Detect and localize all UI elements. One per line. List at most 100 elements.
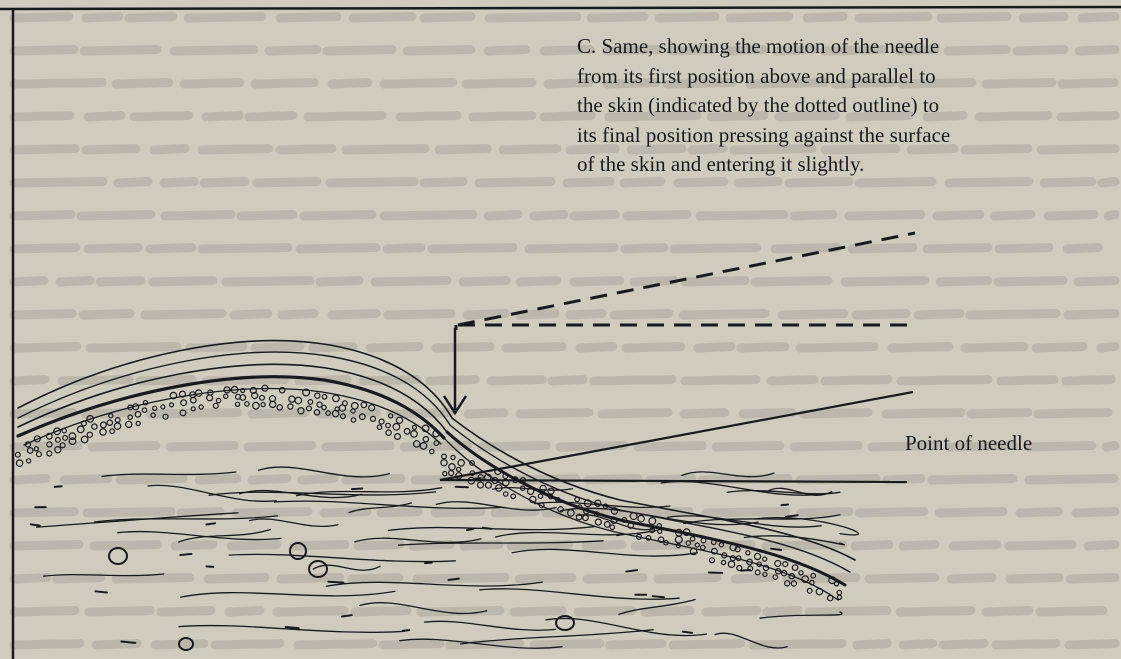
show-through-segment — [999, 248, 1049, 250]
show-through-segment — [825, 380, 888, 382]
show-through-segment — [683, 314, 765, 316]
show-through-segment — [304, 215, 372, 217]
show-through-segment — [202, 149, 269, 151]
show-through-segment — [248, 446, 312, 448]
show-through-segment — [89, 611, 150, 613]
show-through-segment — [375, 281, 447, 283]
show-through-segment — [887, 479, 921, 481]
show-through-segment — [855, 545, 889, 547]
show-through-segment — [466, 83, 532, 85]
show-through-segment — [591, 17, 644, 19]
show-through-segment — [14, 578, 47, 580]
show-through-segment — [998, 281, 1063, 283]
show-through-segment — [257, 182, 317, 184]
show-through-segment — [771, 380, 814, 382]
show-through-segment — [282, 314, 314, 316]
show-through-segment — [845, 281, 925, 283]
show-through-segment — [308, 116, 382, 118]
show-through-segment — [1102, 182, 1115, 184]
show-through-segment — [1101, 347, 1115, 349]
show-through-segment — [94, 545, 158, 547]
show-through-segment — [86, 17, 119, 19]
show-through-segment — [1044, 182, 1092, 184]
show-through-segment — [1069, 644, 1115, 646]
show-through-segment — [14, 215, 71, 217]
show-through-segment — [226, 281, 310, 283]
show-through-segment — [488, 50, 526, 52]
show-through-segment — [353, 17, 412, 19]
show-through-segment — [552, 380, 583, 382]
show-through-segment — [164, 182, 194, 184]
show-through-segment — [927, 248, 988, 250]
show-through-segment — [14, 248, 76, 250]
show-through-segment — [965, 347, 1024, 349]
show-through-segment — [900, 611, 971, 613]
caption-line: its final position pressing against the … — [577, 121, 1097, 151]
show-through-segment — [134, 116, 189, 118]
show-through-segment — [1028, 446, 1092, 448]
show-through-segment — [503, 149, 557, 151]
dermis-mark — [617, 534, 623, 535]
show-through-segment — [161, 611, 211, 613]
show-through-segment — [1076, 512, 1115, 514]
show-through-segment — [574, 281, 620, 283]
caption-line: of the skin and entering it slightly. — [577, 150, 1097, 180]
show-through-segment — [298, 644, 373, 646]
show-through-segment — [255, 347, 300, 349]
show-through-segment — [610, 644, 662, 646]
show-through-segment — [624, 182, 661, 184]
show-through-segment — [574, 215, 615, 217]
show-through-segment — [951, 578, 992, 580]
show-through-segment — [534, 644, 600, 646]
show-through-segment — [327, 50, 392, 52]
show-through-segment — [587, 578, 643, 580]
needle-point-label: Point of needle — [905, 431, 1032, 456]
show-through-segment — [96, 644, 137, 646]
show-through-segment — [859, 182, 932, 184]
show-through-segment — [383, 644, 440, 646]
show-through-segment — [488, 215, 518, 217]
show-through-segment — [332, 314, 376, 316]
show-through-segment — [92, 446, 156, 448]
show-through-segment — [14, 446, 78, 448]
show-through-segment — [150, 248, 192, 250]
dermis-mark — [683, 632, 692, 633]
show-through-segment — [320, 281, 359, 283]
show-through-segment — [468, 413, 504, 415]
dermis-mark — [206, 523, 215, 524]
dermis-mark — [474, 478, 480, 479]
show-through-segment — [87, 512, 171, 514]
show-through-segment — [60, 281, 90, 283]
show-through-segment — [175, 545, 213, 547]
show-through-segment — [932, 479, 1013, 481]
show-through-segment — [635, 545, 693, 547]
show-through-segment — [208, 578, 265, 580]
show-through-segment — [625, 248, 664, 250]
show-through-segment — [970, 314, 1056, 316]
show-through-segment — [674, 248, 757, 250]
show-through-segment — [892, 347, 949, 349]
show-through-segment — [1038, 413, 1108, 415]
show-through-segment — [174, 50, 254, 52]
show-through-segment — [658, 578, 717, 580]
show-through-segment — [514, 611, 562, 613]
show-through-segment — [794, 446, 858, 448]
show-through-segment — [520, 314, 555, 316]
show-through-segment — [14, 50, 74, 52]
show-through-segment — [937, 215, 980, 217]
show-through-segment — [520, 413, 589, 415]
show-through-segment — [387, 248, 421, 250]
show-through-segment — [943, 644, 984, 646]
show-through-segment — [355, 611, 407, 613]
show-through-segment — [1067, 248, 1098, 250]
show-through-segment — [424, 182, 463, 184]
show-through-segment — [886, 413, 961, 415]
show-through-segment — [400, 116, 457, 118]
show-through-segment — [491, 380, 542, 382]
show-through-segment — [800, 347, 874, 349]
show-through-segment — [1040, 611, 1103, 613]
show-through-segment — [627, 215, 687, 217]
figure-caption: C. Same, showing the motion of the needl… — [577, 32, 1097, 180]
show-through-segment — [495, 512, 535, 514]
show-through-segment — [602, 413, 668, 415]
